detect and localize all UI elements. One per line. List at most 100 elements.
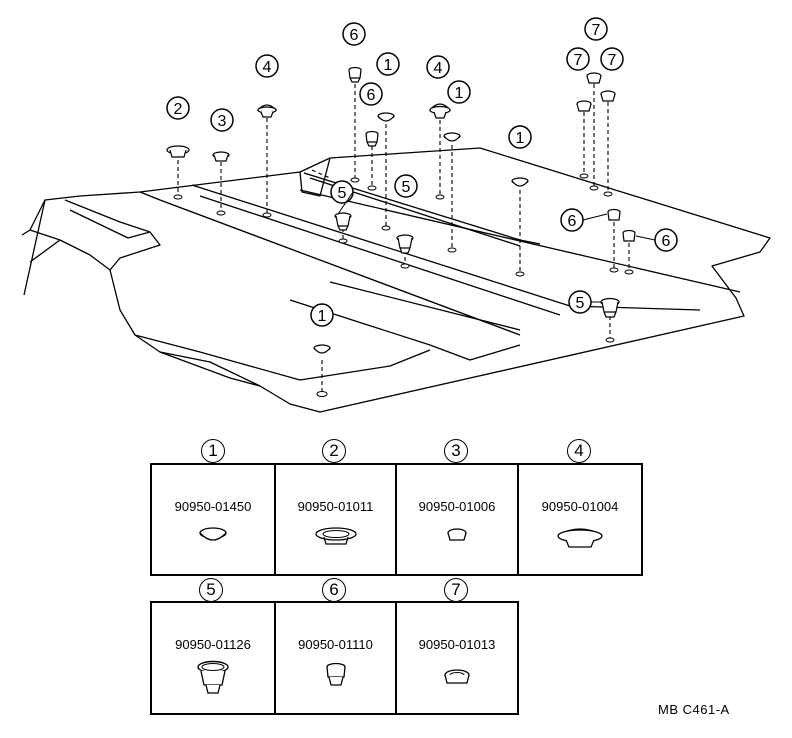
small-cap-plug-icon (397, 525, 517, 549)
part-number: 90950-01013 (418, 637, 496, 652)
rear-panel-edge (299, 157, 331, 197)
callout-number: 7 (592, 22, 601, 39)
plug-4 (256, 104, 278, 118)
callout-number: 3 (218, 113, 227, 130)
diagram-reference-code: MB C461-A (658, 702, 730, 717)
callout-number: 2 (174, 101, 183, 118)
mounting-hole (605, 337, 615, 343)
callout-number: 1 (516, 130, 525, 147)
callout-5: 5 (330, 180, 354, 204)
legend-callout-7: 7 (444, 578, 468, 602)
callout-1: 1 (508, 125, 532, 149)
callout-connector (337, 191, 354, 215)
plug-5 (396, 234, 414, 254)
part-number: 90950-01126 (175, 637, 251, 652)
callout-7: 7 (584, 17, 608, 41)
floor-rib-3 (191, 184, 701, 316)
floor-pan-outline (29, 147, 771, 413)
part-number: 90950-01450 (174, 499, 252, 514)
plug-6 (622, 229, 636, 242)
callout-1: 1 (310, 303, 334, 327)
callout-connector (582, 213, 608, 221)
mounting-hole (216, 210, 226, 216)
callout-number: 6 (662, 233, 671, 250)
plug-7 (576, 100, 592, 112)
legend-cell-6: 90950-01110 (274, 601, 397, 715)
flanged-wide-plug-icon (276, 525, 395, 551)
callout-1: 1 (376, 52, 400, 76)
plug-3 (212, 151, 230, 162)
callout-6: 6 (654, 228, 678, 252)
small-grommet-icon (276, 659, 395, 699)
callout-4: 4 (426, 55, 450, 79)
mounting-hole (262, 212, 272, 218)
floor-front-contour (134, 334, 431, 387)
callout-5: 5 (394, 174, 418, 198)
legend-callout-6: 6 (322, 578, 346, 602)
mounting-hole (173, 194, 183, 200)
plug-6 (365, 130, 379, 147)
mounting-hole (367, 185, 377, 191)
callout-number: 5 (402, 179, 411, 196)
callout-2: 2 (166, 96, 190, 120)
callout-number: 1 (318, 308, 327, 325)
legend-cell-5: 90950-01126 (150, 601, 276, 715)
mounting-hole (435, 194, 445, 200)
plug-2 (166, 145, 190, 158)
mounting-hole (589, 185, 599, 191)
callout-6: 6 (560, 208, 584, 232)
callout-5: 5 (568, 290, 592, 314)
plug-7 (586, 72, 602, 84)
plug-5 (600, 297, 620, 318)
legend-callout-1: 1 (201, 439, 225, 463)
callout-3: 3 (210, 108, 234, 132)
ring-plug-icon (397, 667, 517, 695)
callout-number: 5 (576, 295, 585, 312)
callout-number: 7 (608, 52, 617, 69)
plug-6 (607, 208, 621, 221)
plug-1 (313, 344, 331, 354)
callout-number: 4 (263, 59, 272, 76)
callout-number: 4 (434, 60, 443, 77)
plug-4 (428, 103, 452, 119)
callout-number: 6 (568, 213, 577, 230)
plug-5 (334, 212, 352, 231)
floor-rib-1 (64, 199, 151, 239)
large-dome-plug-icon (519, 525, 641, 555)
legend-cell-3: 90950-01006 (395, 463, 519, 576)
legend-cell-1: 90950-01450 (150, 463, 276, 576)
part-number: 90950-01006 (418, 499, 496, 514)
clip-grommet-icon (152, 659, 274, 703)
floor-tunnel (289, 281, 521, 361)
mounting-hole (515, 271, 525, 277)
floor-pan-left-flange (21, 199, 61, 296)
callout-connector (635, 235, 656, 241)
round-cap-plug-icon (152, 525, 274, 549)
mounting-hole (609, 267, 619, 273)
part-number: 90950-01004 (541, 499, 619, 514)
legend-cell-7: 90950-01013 (395, 601, 519, 715)
legend-callout-4: 4 (567, 439, 591, 463)
legend-callout-3: 3 (444, 439, 468, 463)
callout-7: 7 (566, 47, 590, 71)
mounting-hole (381, 225, 391, 231)
plug-1 (511, 177, 529, 187)
mounting-hole (579, 173, 589, 179)
mounting-hole (350, 177, 360, 183)
part-number: 90950-01011 (297, 499, 374, 514)
plug-1 (377, 112, 395, 122)
callout-6: 6 (359, 82, 383, 106)
callout-number: 1 (455, 85, 464, 102)
callout-1: 1 (447, 80, 471, 104)
leader-line (311, 169, 331, 179)
mounting-hole (338, 238, 348, 244)
mounting-hole (400, 263, 410, 269)
mounting-hole (603, 191, 613, 197)
callout-number: 1 (384, 57, 393, 74)
legend-cell-2: 90950-01011 (274, 463, 397, 576)
callout-number: 7 (574, 52, 583, 69)
callout-number: 6 (367, 87, 376, 104)
plug-7 (600, 90, 616, 102)
floor-rib-2 (109, 191, 521, 336)
